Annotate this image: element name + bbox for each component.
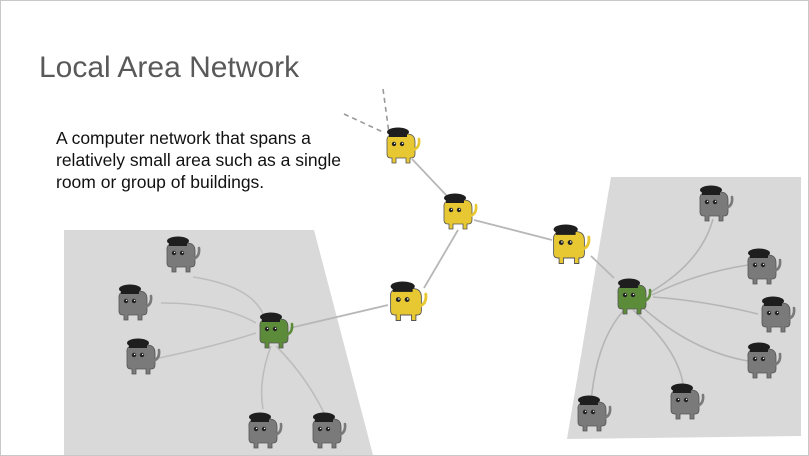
link-router4-left-switch (289, 304, 389, 329)
link-right-host-f (590, 309, 625, 404)
link-router2-router4 (423, 229, 459, 289)
left-lan-links (158, 276, 325, 414)
router-3-icon (552, 223, 591, 265)
uplink-dashed-diagonal (343, 113, 386, 134)
right-lan-links (590, 218, 759, 404)
router-2-icon (442, 192, 478, 231)
link-left-host-b (160, 302, 257, 324)
right-lan-area (567, 177, 801, 439)
router-1-icon (385, 126, 421, 165)
left-lan-area (64, 230, 373, 455)
slide-description: A computer network that spans a relative… (56, 128, 341, 192)
link-right-host-e (632, 309, 685, 392)
link-router2-router3 (473, 219, 553, 241)
router-4-icon (389, 280, 428, 322)
uplink-dashed-vertical (382, 88, 390, 134)
link-left-host-c (158, 332, 257, 359)
slide-title: Local Area Network (39, 51, 300, 84)
link-left-host-a (192, 276, 264, 315)
link-router3-right-switch (590, 255, 615, 279)
link-left-host-d (260, 345, 272, 410)
link-router1-router2 (411, 158, 448, 197)
link-left-host-e (275, 345, 325, 414)
link-right-host-c (652, 296, 759, 315)
link-right-host-d (640, 305, 749, 362)
link-right-host-b (651, 264, 749, 296)
link-right-host-a (648, 218, 714, 294)
